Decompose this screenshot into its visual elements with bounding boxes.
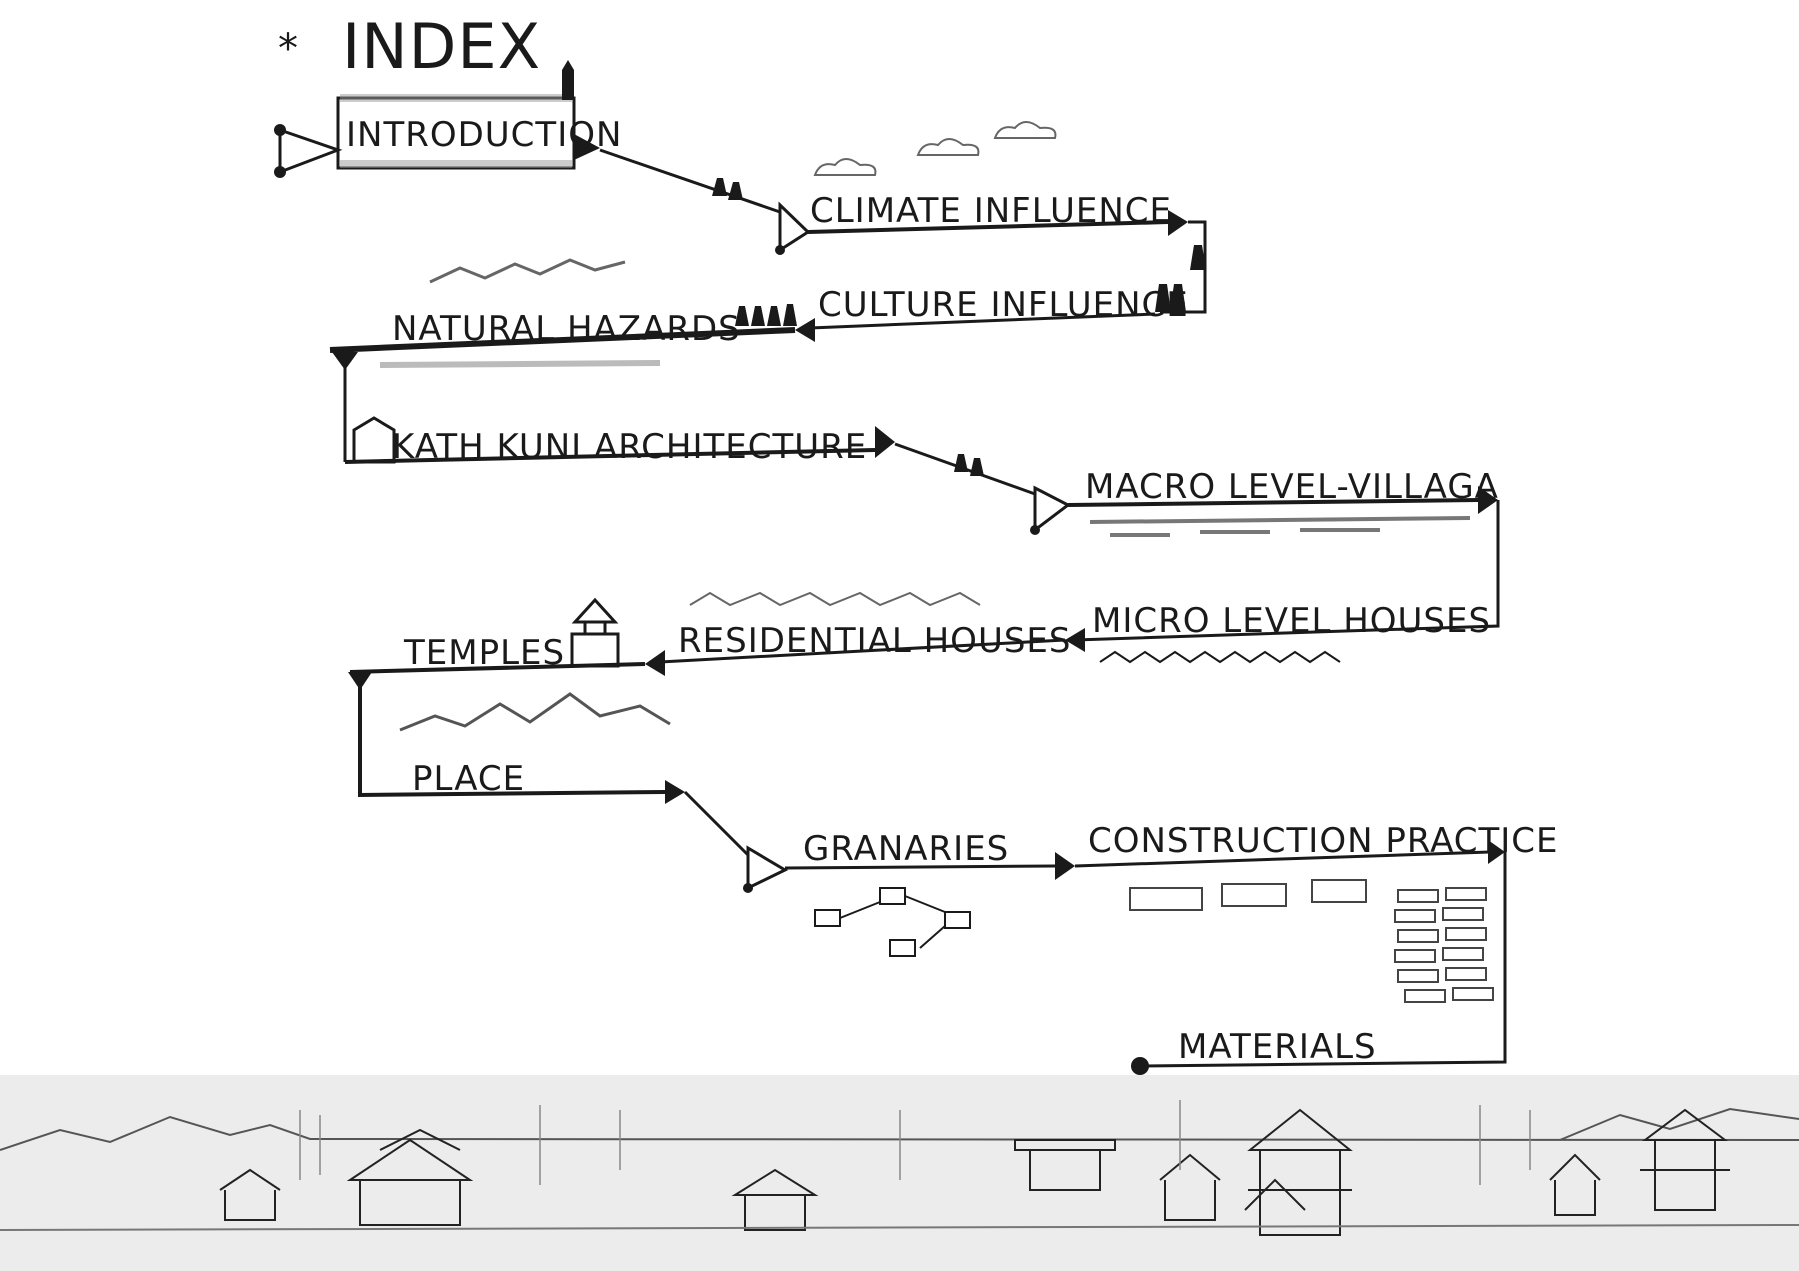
start-triangle-icon: [278, 127, 343, 175]
blocks-icon: [1129, 879, 1367, 911]
buildings-icon: [219, 1108, 1730, 1236]
mountains-icon: [429, 258, 626, 284]
node-hazards: NATURAL HAZARDS: [329, 258, 796, 368]
roofs-icon: [689, 591, 981, 607]
landscape-sketch: [0, 1075, 1799, 1271]
masonry-wall-icon: [1394, 887, 1494, 1003]
connector-line: [1074, 500, 1500, 642]
label-granaries: GRANARIES: [803, 829, 1009, 869]
node-materials: MATERIALS: [1131, 1027, 1377, 1075]
label-hazards: NATURAL HAZARDS: [392, 309, 741, 349]
houses-icon: [1099, 650, 1341, 664]
page-title: INDEX: [342, 10, 541, 83]
person-icon: [562, 60, 574, 100]
connector-line: [358, 672, 666, 798]
node-micro: MICRO LEVEL HOUSES: [1065, 601, 1491, 664]
node-construction: CONSTRUCTION PRACTICE: [1074, 821, 1559, 1003]
mountains-icon: [0, 1115, 1799, 1151]
people-icon: [954, 454, 984, 476]
label-materials: MATERIALS: [1178, 1027, 1377, 1067]
node-residential: RESIDENTIAL HOUSES: [645, 591, 1071, 676]
house-icon: [352, 416, 396, 464]
node-introduction: INTRODUCTION: [274, 60, 622, 178]
people-icon: [1155, 245, 1206, 312]
label-climate: CLIMATE INFLUENCE: [810, 191, 1172, 231]
end-dot-icon: [1131, 1057, 1149, 1075]
connector-line: [683, 790, 750, 857]
connector-line: [599, 148, 781, 214]
label-residential: RESIDENTIAL HOUSES: [678, 621, 1071, 661]
people-icon: [735, 304, 797, 326]
label-culture: CULTURE INFLUENCE: [818, 285, 1189, 325]
granary-sketch-icon: [814, 887, 971, 957]
node-macro: MACRO LEVEL-VILLAGA: [1030, 467, 1499, 537]
village-sketch-icon: [1089, 516, 1471, 537]
node-culture: CULTURE INFLUENCE: [795, 285, 1189, 342]
temple-icon: [570, 597, 620, 668]
label-place: PLACE: [412, 759, 525, 799]
label-macro: MACRO LEVEL-VILLAGA: [1085, 467, 1499, 507]
node-climate: CLIMATE INFLUENCE: [775, 121, 1188, 255]
clouds-icon: [813, 121, 1057, 176]
node-granaries: GRANARIES: [743, 829, 1075, 957]
connector-line: [1139, 852, 1507, 1068]
label-introduction: INTRODUCTION: [346, 115, 622, 155]
node-kathkuni: KATH KUNI ARCHITECTURE: [344, 416, 895, 467]
label-kathkuni: KATH KUNI ARCHITECTURE: [392, 427, 867, 467]
people-icon: [712, 178, 743, 200]
mountains-icon: [399, 692, 671, 732]
node-place: PLACE: [399, 692, 685, 804]
label-micro: MICRO LEVEL HOUSES: [1092, 601, 1491, 641]
node-temples: TEMPLES: [349, 597, 646, 674]
label-temples: TEMPLES: [403, 633, 565, 673]
bullet-mark: *: [278, 26, 299, 72]
label-construction: CONSTRUCTION PRACTICE: [1088, 821, 1559, 861]
